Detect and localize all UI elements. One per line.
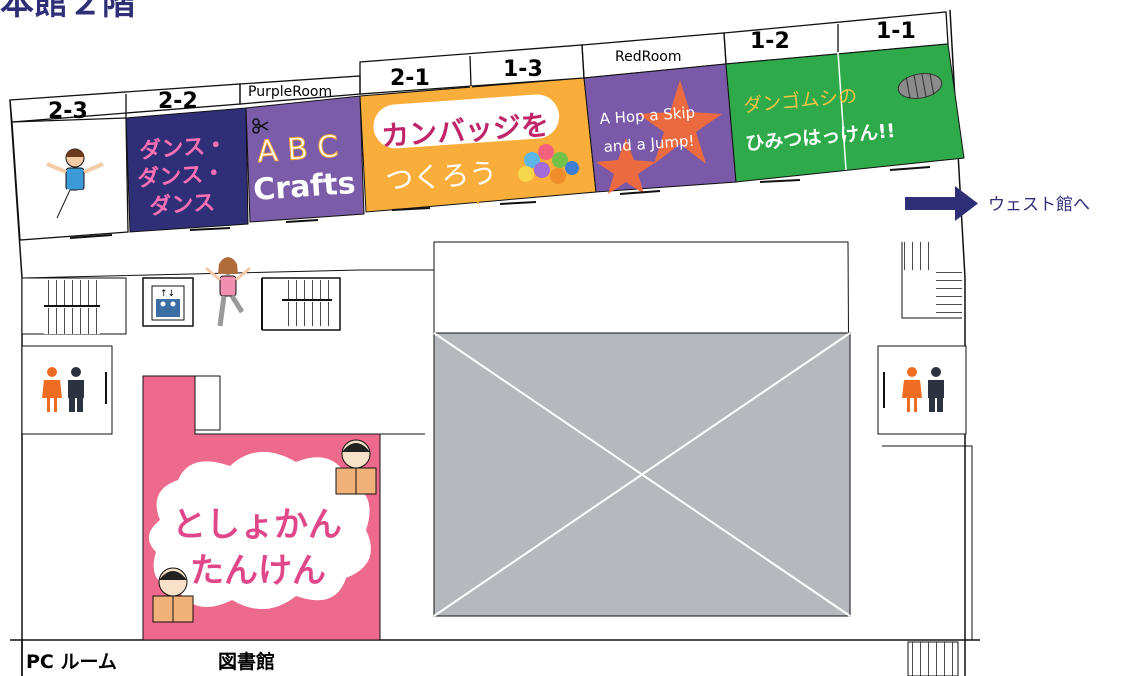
room-2-2-event-line2: ダンス・ bbox=[137, 160, 226, 192]
room-purple bbox=[245, 95, 365, 223]
room-2-2-event-line1: ダンス・ bbox=[139, 132, 228, 164]
orange-event-line2: つくろう bbox=[384, 156, 498, 197]
room-name-red: RedRoom bbox=[615, 49, 681, 65]
cloud-bubble bbox=[148, 451, 371, 610]
room-1-2-1-1 bbox=[725, 43, 965, 183]
door-marks bbox=[69, 166, 931, 239]
room-number-2-2: 2-2 bbox=[158, 89, 198, 114]
room-name-purple: PurpleRoom bbox=[248, 84, 332, 100]
restroom-icon bbox=[902, 367, 944, 412]
room-number-1-2: 1-2 bbox=[750, 29, 790, 54]
page-title: 本館２階 bbox=[0, 0, 136, 23]
arrow-right-icon bbox=[905, 186, 978, 221]
library-event-line2: たんけん bbox=[190, 551, 326, 591]
room-number-1-1: 1-1 bbox=[876, 19, 916, 44]
stairs-left bbox=[21, 277, 127, 335]
badges-icon bbox=[518, 144, 579, 184]
star-icon bbox=[638, 80, 722, 164]
room-2-2 bbox=[125, 107, 249, 233]
svg-text:↑↓: ↑↓ bbox=[160, 289, 175, 299]
room-divider-1-2-1-1 bbox=[837, 51, 847, 171]
room-number-1-3: 1-3 bbox=[503, 57, 543, 82]
stairs-middle bbox=[261, 277, 341, 331]
child-reading-icon bbox=[152, 567, 194, 623]
library-event-line1: としょかん bbox=[172, 505, 342, 545]
restroom-right bbox=[877, 345, 973, 640]
restroom-left bbox=[21, 345, 113, 435]
dancer-icon bbox=[205, 257, 251, 327]
restroom-icon bbox=[42, 367, 84, 412]
pill-bug-icon bbox=[897, 72, 943, 100]
atrium-cross-b bbox=[433, 332, 851, 617]
pc-room-label: PC ルーム bbox=[26, 651, 117, 673]
child-reading-icon bbox=[335, 439, 377, 495]
stairs-right bbox=[901, 242, 962, 319]
scissors-icon bbox=[252, 118, 269, 134]
dancer-icon bbox=[46, 148, 104, 223]
elevator-icon[interactable]: ↑↓ bbox=[142, 277, 194, 327]
west-wing-label[interactable]: ウェスト館へ bbox=[988, 195, 1090, 215]
room-2-2-event-line3: ダンス bbox=[149, 189, 216, 220]
library-pillar bbox=[194, 375, 221, 431]
room-number-2-1: 2-1 bbox=[390, 66, 430, 91]
purple-event-line1: A B C bbox=[256, 129, 339, 170]
stairs-bottom-right bbox=[907, 641, 959, 676]
badge-event-bg bbox=[373, 94, 560, 149]
star-icon bbox=[596, 138, 656, 194]
purple-event-line2: Crafts bbox=[252, 166, 357, 208]
library-label: 図書館 bbox=[218, 650, 275, 673]
